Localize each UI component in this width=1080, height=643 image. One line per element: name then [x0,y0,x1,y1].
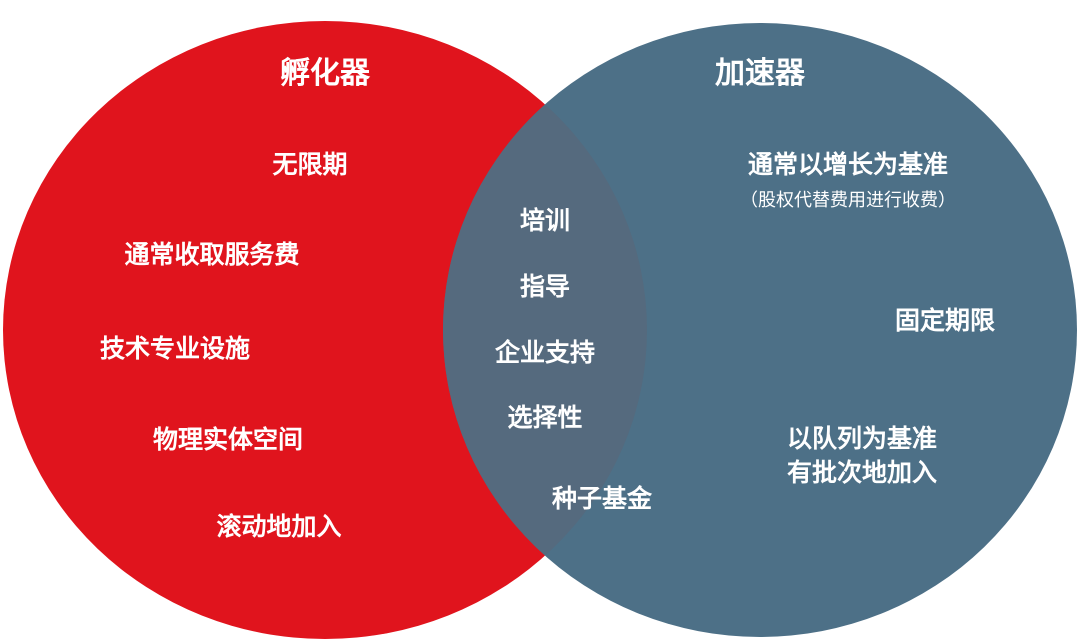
incubator-circle [3,21,647,639]
incubator-item-unlimited-term: 无限期 [272,150,348,179]
shared-item-mentoring: 指导 [519,272,571,301]
accelerator-item-cohort-based: 以队列为基准 [786,424,938,453]
accelerator-item-fixed-term: 固定期限 [894,306,996,335]
shared-item-selective: 选择性 [507,403,583,432]
shared-item-seed-funding: 种子基金 [551,484,653,513]
incubator-item-service-fee: 通常收取服务费 [124,240,300,269]
accelerator-title: 加速器 [715,56,805,91]
incubator-item-physical-space: 物理实体空间 [152,425,304,454]
shared-item-business-support: 企业支持 [494,338,596,367]
incubator-title: 孵化器 [280,56,370,91]
accelerator-item-equity-note: （股权代替费用进行收费） [740,190,956,211]
accelerator-item-growth-based: 通常以增长为基准 [747,150,949,179]
shared-item-training: 培训 [519,206,571,235]
accelerator-item-batch-admission: 有批次地加入 [786,458,938,487]
incubator-item-technical-facilities: 技术专业设施 [99,334,251,363]
incubator-item-rolling-admission: 滚动地加入 [216,512,342,541]
